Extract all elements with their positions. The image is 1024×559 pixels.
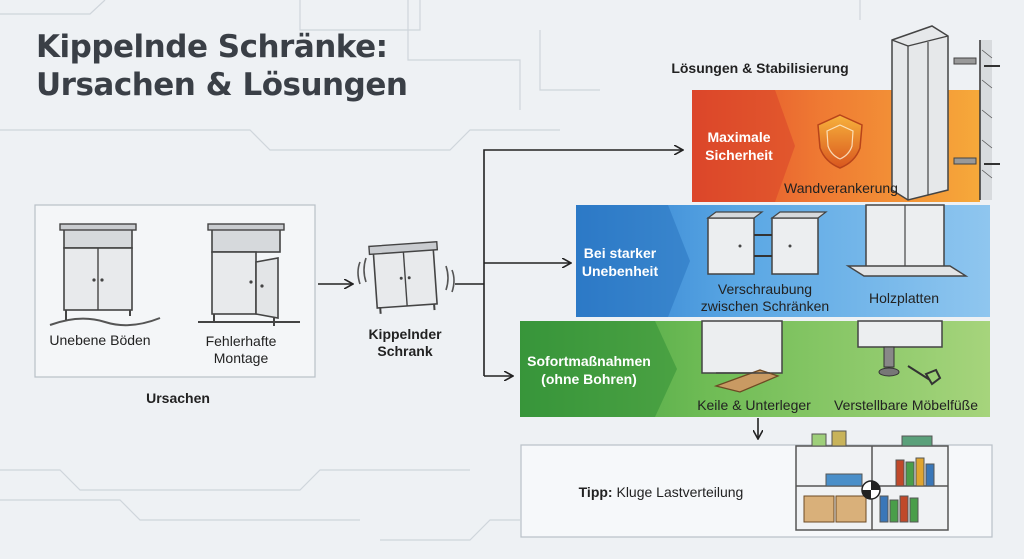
wobble-lines-icon (357, 257, 455, 293)
cabinet-uneven-floor-icon (49, 223, 161, 327)
adjustable-feet-label: Verstellbare Möbelfüße (834, 397, 978, 413)
tier-uneven-chevron (576, 205, 690, 317)
cabinet-faulty-assembly-icon (198, 223, 300, 326)
tier-immediate-label: Sofortmaßnahmen (ohne Bohren) (522, 352, 656, 388)
adjustable-feet-icon (857, 320, 943, 386)
tier-uneven-label-line1: Bei starker (583, 245, 657, 261)
tier-uneven-label-line2: Unebenheit (581, 263, 659, 279)
page-title-line2: Ursachen & Lösungen (36, 67, 408, 103)
result-line1: Kippelnder (368, 326, 442, 342)
tier-max-chevron (692, 90, 795, 202)
tier-max-label-line1: Maximale (707, 129, 771, 145)
cause-faulty-assembly-label: Fehlerhafte Montage (186, 333, 296, 367)
screwing-cabinets-line1: Verschraubung (717, 281, 813, 297)
tier-immediate-chevron (520, 321, 677, 417)
result-tilting-cabinet-label: Kippelnder Schrank (350, 326, 460, 360)
causes-group-label: Ursachen (146, 390, 210, 406)
wall-anchoring-label: Wandverankerung (784, 180, 898, 196)
tip-label: Tipp: Kluge Lastverteilung (548, 484, 774, 501)
tier-max-label: Maximale Sicherheit (694, 128, 784, 164)
cabinet-wedge-icon (701, 320, 783, 393)
wedges-label: Keile & Unterleger (697, 397, 811, 413)
tier-max-label-line2: Sicherheit (705, 147, 773, 163)
tip-prefix: Tipp: (578, 484, 613, 500)
background-circuit-lines (0, 0, 861, 541)
solutions-heading: Lösungen & Stabilisierung (671, 60, 849, 76)
screwing-cabinets-label: Verschraubung zwischen Schränken (690, 281, 840, 315)
page-title-line1: Kippelnde Schränke: (36, 29, 388, 65)
cabinet-on-board-icon (845, 204, 969, 277)
result-line2: Schrank (377, 343, 433, 359)
tip-text: Kluge Lastverteilung (616, 484, 744, 500)
cause-faulty-assembly-line1: Fehlerhafte (205, 333, 277, 349)
shelf-icon (795, 430, 949, 531)
arrow-to-max-safety (483, 150, 682, 376)
screwing-cabinets-line2: zwischen Schränken (700, 298, 830, 314)
cause-faulty-assembly-line2: Montage (213, 350, 269, 366)
shield-icon (817, 114, 863, 169)
wood-boards-label: Holzplatten (868, 290, 940, 306)
tier-immediate-label-line2: (ohne Bohren) (541, 371, 637, 387)
cabinets-screwed-icon (706, 211, 828, 275)
tier-uneven-label: Bei starker Unebenheit (578, 244, 662, 280)
cabinet-tilting-icon (368, 240, 439, 314)
cause-uneven-floors-label: Unebene Böden (49, 332, 151, 348)
page-title: Kippelnde Schränke: Ursachen & Lösungen (36, 28, 408, 104)
wall-anchor-illustration (891, 25, 1000, 201)
tier-immediate-label-line1: Sofortmaßnahmen (527, 353, 651, 369)
